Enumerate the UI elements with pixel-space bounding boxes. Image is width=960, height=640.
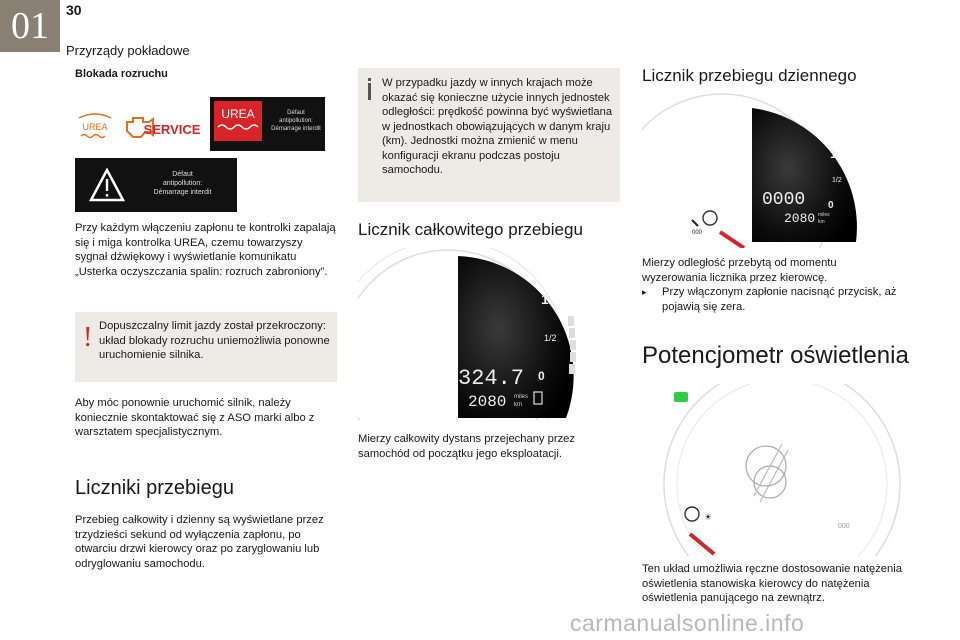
section-heading-total: Licznik całkowitego przebiegu [358,220,583,239]
paragraph-lamps: Przy każdym włączeniu zapłonu te kontrol… [75,222,336,278]
engine-warning-icon [126,117,154,138]
urea-icon-label: UREA [82,122,107,132]
unit-miles: miles [514,394,528,400]
section-heading-dimmer: Potencjometr oświetlenia [642,342,909,369]
lamp-text-line: Démarrage interdit [271,126,321,132]
gauge-mark-full: 1 [830,147,837,161]
section-heading-odometers: Liczniki przebiegu [75,477,234,499]
total-odometer-gauge: 1 1/2 0 324.7 2080 miles km [358,248,620,420]
lamp-text-line: Défaut [172,171,193,178]
lamp-text-line: antipollution: [279,118,313,124]
trip-odometer-gauge: 1 1/2 0 0000 2080 miles km 000 [642,92,904,248]
reset-label: 000 [692,230,703,236]
trip-readout: 324.7 [458,366,524,391]
unit-miles: miles [818,212,830,218]
dial-label: 000 [838,523,850,530]
urea-box-label: UREA [221,107,255,121]
fault-display-panel: Défaut antipollution: Démarrage interdit [75,158,237,212]
chapter-title: Przyrządy pokładowe [66,43,190,58]
pointer-arrow [688,532,716,556]
urea-display-panel: UREA Défaut antipollution: Démarrage int… [210,97,325,151]
urea-red-box: UREA [214,101,262,141]
unit-km: km [514,402,522,408]
section-heading-trip: Licznik przebiegu dziennego [642,66,857,85]
lamp-text-line: Défaut [287,110,305,116]
trip-readout: 0000 [762,190,805,210]
dimmer-illustration: ☀ 000 [642,384,904,556]
fuel-pump-icon [533,391,543,405]
unit-km: km [818,219,825,225]
page-number: 30 [66,2,82,18]
urea-warning-icon: UREA [78,113,112,139]
gauge-mark-half: 1/2 [832,177,842,184]
bullet-item: ▸ Przy włączonym zapłonie nacisnąć przyc… [642,285,904,314]
info-note-box: W przypadku jazdy w innych krajach może … [358,68,620,202]
paragraph-trip: Mierzy odległość przebytą od momentu wyz… [642,257,837,284]
dimmer-button [684,506,700,522]
odometer-readout: 2080 [784,211,815,226]
warning-lamps-image: UREA SERVICE [75,108,205,144]
info-note-text: W przypadku jazdy w innych krajach może … [382,77,613,176]
paragraph-dimmer: Ten układ umożliwia ręczne dostosowanie … [642,563,902,604]
lamp-text-line: antipollution: [162,180,203,187]
chapter-number-box: 01 [0,0,60,52]
bullet-marker-icon: ▸ [642,287,647,297]
lamp-text-line: Démarrage interdit [153,189,212,196]
gauge-mark-full: 1 [541,291,549,307]
exclamation-icon: ! [83,322,93,353]
section-subheading: Blokada rozruchu [75,68,168,80]
paragraph-contact: Aby móc ponownie uruchomić silnik, należ… [75,397,315,438]
warning-note-text: Dopuszczalny limit jazdy został przekroc… [99,320,330,361]
bullet-text: Przy włączonym zapłonie nacisnąć przycis… [662,286,897,313]
info-icon [368,78,371,100]
gauge-mark-half: 1/2 [544,333,557,343]
odometer-readout: 2080 [468,393,506,411]
wrench-icon [691,219,699,227]
warning-triangle-icon [89,168,125,202]
lights-indicator-icon [674,392,688,402]
service-label: SERVICE [144,122,201,137]
trip-reset-button [702,210,718,226]
paragraph-odometers: Przebieg całkowity i dzienny są wyświetl… [75,514,324,570]
brightness-icon: ☀ [704,512,712,522]
paragraph-total: Mierzy całkowity dystans przejechany prz… [358,433,575,460]
watermark: carmanualsonline.info [570,610,805,636]
pointer-arrow [718,230,746,248]
warning-note-box: ! Dopuszczalny limit jazdy został przekr… [75,312,337,382]
gauge-mark-empty: 0 [828,200,834,211]
gauge-mark-empty: 0 [538,369,545,383]
